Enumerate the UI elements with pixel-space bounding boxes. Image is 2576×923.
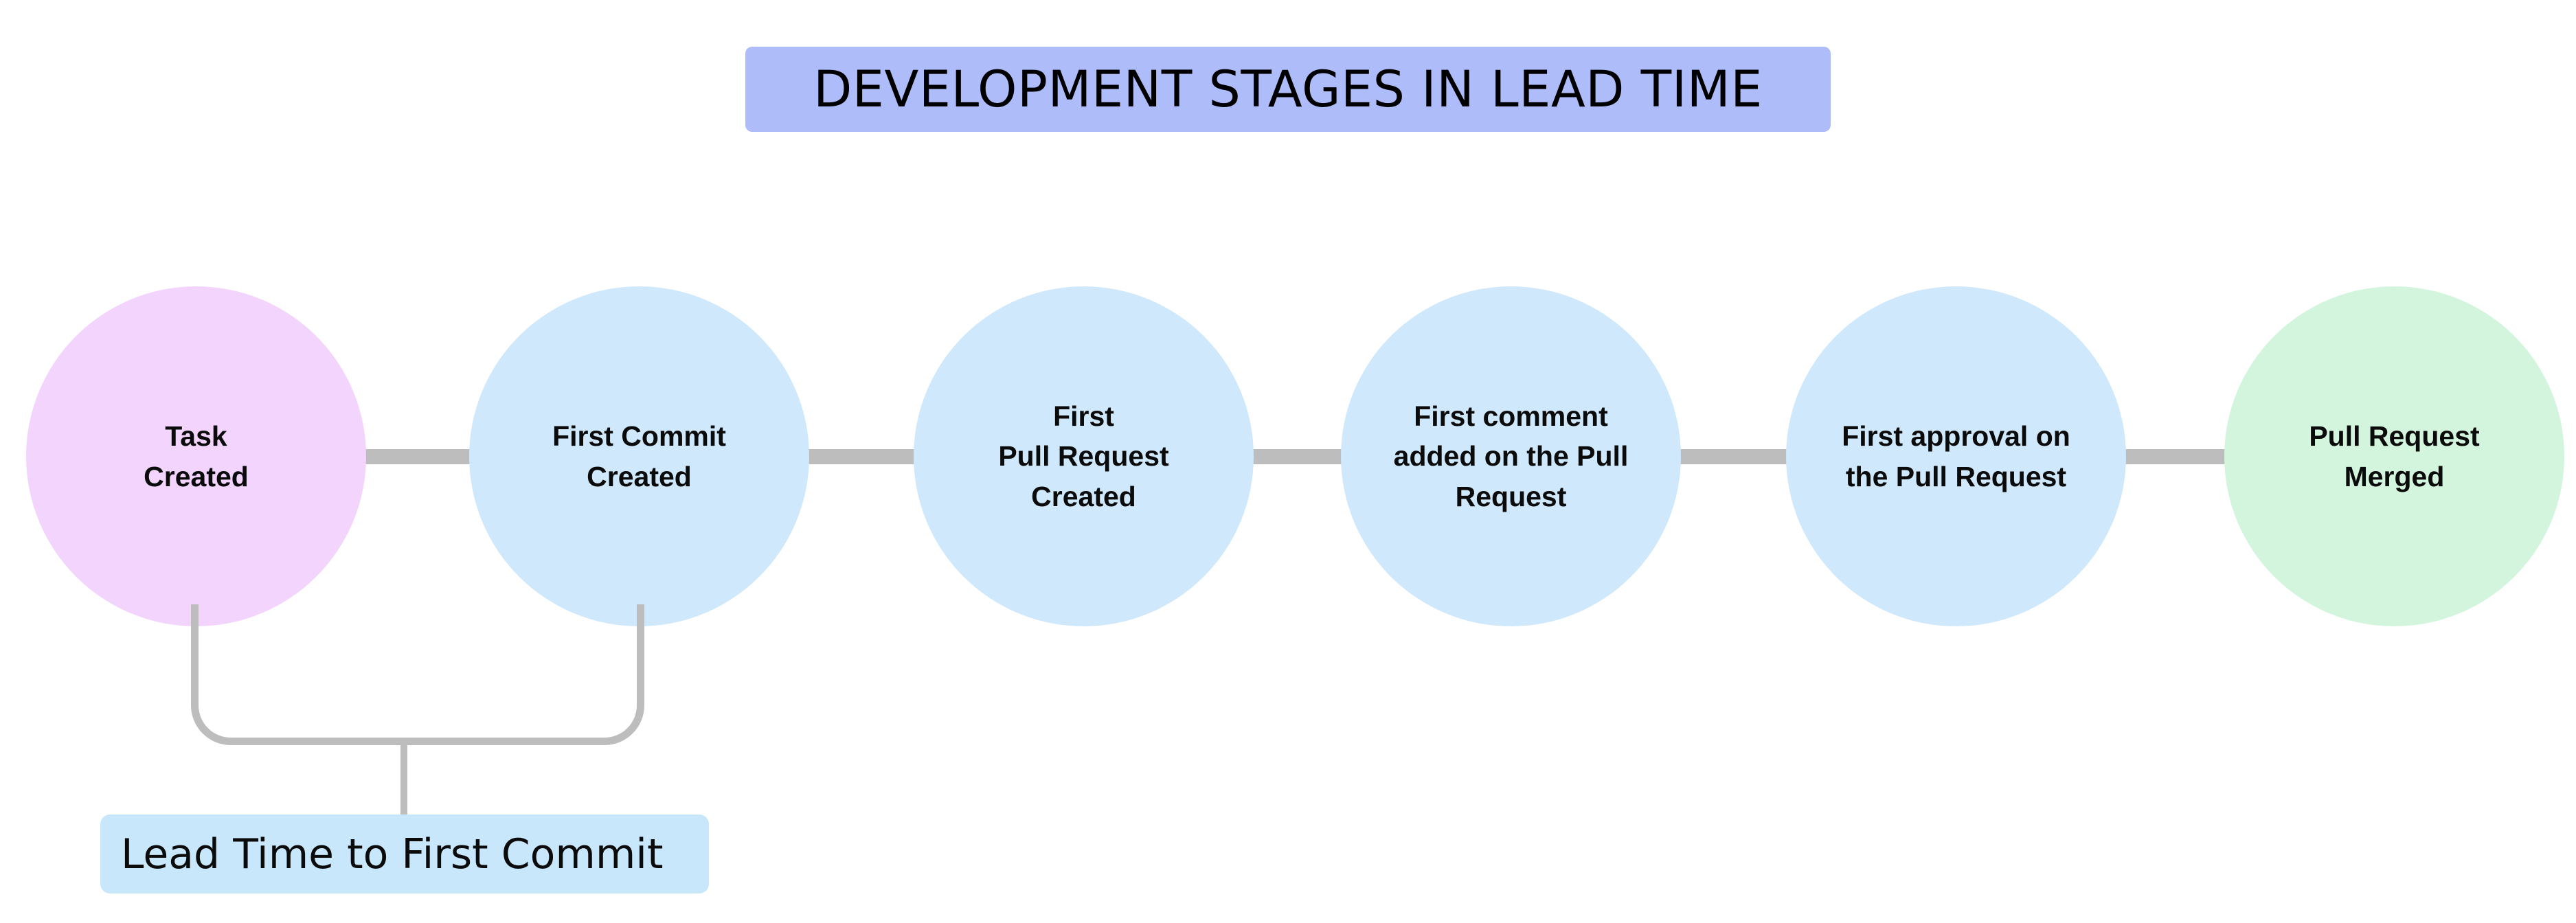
stage-label: First approval on the Pull Request [1842,420,2070,492]
stage-label: Pull Request Merged [2309,420,2480,492]
stage-node-first-commit-created[interactable]: First Commit Created [469,286,809,626]
lead-time-bracket-stem [400,738,407,817]
connector-first-pr-to-first-comment [1242,449,1353,464]
lead-time-bracket [191,604,644,745]
page-title: DEVELOPMENT STAGES IN LEAD TIME [813,60,1763,119]
connector-first-approval-to-pr-merged [2109,449,2236,464]
measure-label-lead-time-to-first-commit[interactable]: Lead Time to First Commit [100,814,709,893]
stage-node-first-pull-request-created[interactable]: First Pull Request Created [914,286,1254,626]
stage-node-first-approval-on-pull-request[interactable]: First approval on the Pull Request [1786,286,2126,626]
stage-label: Task Created [144,420,249,492]
connector-first-commit-to-first-pr [798,449,925,464]
stage-node-task-created[interactable]: Task Created [26,286,366,626]
stage-node-first-comment-on-pull-request[interactable]: First comment added on the Pull Request [1341,286,1681,626]
stage-label: First Commit Created [552,420,726,492]
diagram-title-banner: DEVELOPMENT STAGES IN LEAD TIME [745,47,1831,132]
stage-label: First Pull Request Created [998,400,1169,512]
measure-label-text: Lead Time to First Commit [121,830,664,878]
connector-first-comment-to-first-approval [1664,449,1798,464]
stage-node-pull-request-merged[interactable]: Pull Request Merged [2224,286,2564,626]
connector-task-created-to-first-commit [354,449,481,464]
stage-label: First comment added on the Pull Request [1393,400,1629,512]
